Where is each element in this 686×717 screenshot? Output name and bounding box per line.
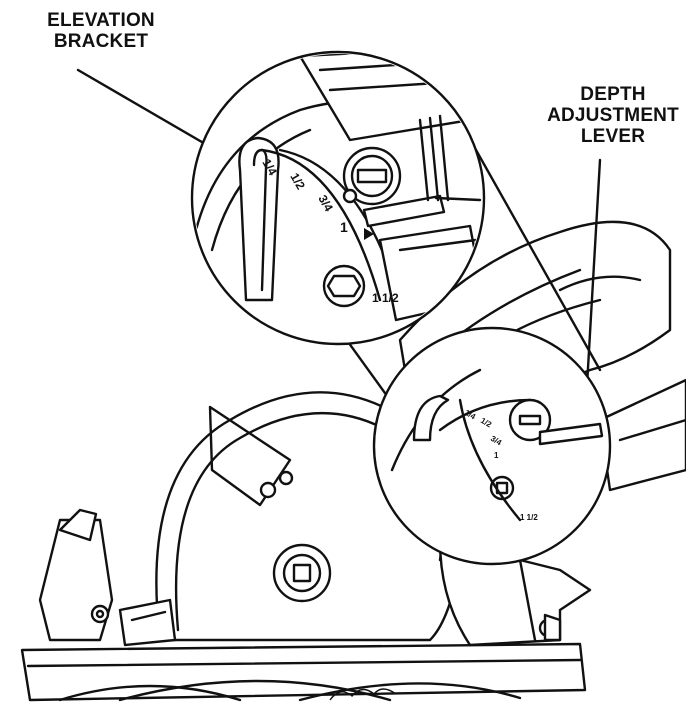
elevation-bracket-slot [238, 136, 280, 302]
scale-mark-large: 1 [340, 219, 348, 235]
front-bevel-assembly [38, 508, 177, 647]
elevation-bracket-label-line-1: ELEVATION [47, 10, 155, 31]
scale-mark-small: 1 [494, 451, 499, 460]
depth-adjustment-lever-label-line-2: ADJUSTMENT [547, 105, 679, 126]
elevation-bracket-label-line-2: BRACKET [53, 31, 149, 52]
elevation-bracket-label: ELEVATION BRACKET [26, 10, 176, 52]
small-detail-circle: 1/4 1/2 3/4 1 1 1/2 [372, 326, 612, 566]
magnified-detail-circle: 1/4 1/2 3/4 1 1 1/2 [190, 50, 486, 346]
depth-lever [362, 194, 446, 228]
magnifier-connector-right [474, 148, 602, 372]
scale-mark-large: 1 1/2 [372, 291, 399, 305]
depth-adjustment-lever-label-line-1: DEPTH [580, 84, 646, 105]
depth-adjustment-lever-label-line-3: LEVER [580, 126, 646, 147]
base-plate [20, 642, 587, 702]
depth-adjustment-lever-label: DEPTH ADJUSTMENT LEVER [538, 84, 686, 147]
scale-mark-small: 1 1/2 [520, 513, 538, 522]
